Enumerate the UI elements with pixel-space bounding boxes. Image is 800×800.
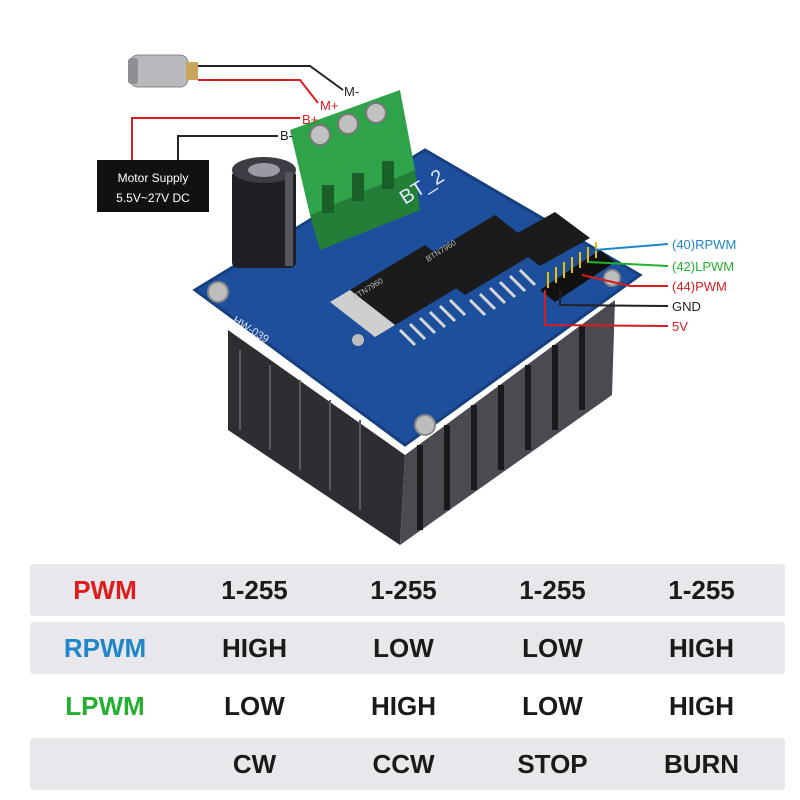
table-cell: HIGH bbox=[669, 690, 734, 721]
pin-label-rpwm: (40)RPWM bbox=[672, 237, 736, 252]
supply-line-1: Motor Supply bbox=[118, 171, 189, 185]
module-diagram: BT_2 HW-039 BTN7960 BTN7960 M- M+ B+ B- … bbox=[97, 54, 736, 545]
table-cell: LOW bbox=[224, 690, 285, 721]
row-label-pwm: PWM bbox=[73, 574, 137, 605]
logic-chip bbox=[505, 212, 590, 266]
table-cell: HIGH bbox=[669, 632, 734, 663]
table-cell: CCW bbox=[372, 748, 435, 779]
motor-supply-box: Motor Supply 5.5V~27V DC bbox=[97, 160, 209, 212]
table-cell: 1-255 bbox=[668, 574, 735, 605]
row-label-rpwm: RPWM bbox=[63, 632, 147, 663]
table-row-pwm: PWM 1-255 1-255 1-255 1-255 bbox=[30, 564, 785, 616]
wires bbox=[131, 65, 669, 327]
table-cell: CW bbox=[232, 748, 277, 779]
table-row-rpwm: RPWM HIGH LOW LOW HIGH bbox=[30, 622, 785, 674]
table-cell: LOW bbox=[373, 632, 434, 663]
table-cell: HIGH bbox=[222, 632, 287, 663]
supply-line-2: 5.5V~27V DC bbox=[116, 191, 190, 205]
table-cell: 1-255 bbox=[221, 574, 288, 605]
pin-label-gnd: GND bbox=[672, 299, 701, 314]
motor-plus-label: M+ bbox=[320, 98, 338, 113]
table-cell: 1-255 bbox=[519, 574, 586, 605]
table-cell: HIGH bbox=[371, 690, 436, 721]
capacitor bbox=[232, 157, 296, 268]
motor-minus-label: M- bbox=[344, 84, 359, 99]
motor-icon bbox=[128, 54, 198, 88]
row-label-lpwm: LPWM bbox=[65, 690, 145, 721]
battery-minus-label: B- bbox=[280, 128, 293, 143]
table-row-lpwm: LPWM LOW HIGH LOW HIGH bbox=[30, 680, 785, 732]
table-cell: LOW bbox=[522, 632, 583, 663]
battery-plus-label: B+ bbox=[302, 112, 318, 127]
table-cell: 1-255 bbox=[370, 574, 437, 605]
pin-label-5v: 5V bbox=[672, 319, 688, 334]
table-row-direction: CW CCW STOP BURN bbox=[30, 738, 785, 790]
table-cell: BURN bbox=[663, 748, 740, 779]
driver-chip bbox=[420, 215, 540, 317]
pin-label-lpwm: (42)LPWM bbox=[672, 259, 734, 274]
screw-terminals bbox=[290, 90, 420, 250]
table-cell: LOW bbox=[522, 690, 583, 721]
pin-label-pwm: (44)PWM bbox=[672, 279, 727, 294]
heatsink bbox=[228, 300, 615, 545]
table-cell: STOP bbox=[517, 748, 588, 779]
control-truth-table: PWM 1-255 1-255 1-255 1-255 RPWM HIGH LO… bbox=[30, 564, 785, 796]
